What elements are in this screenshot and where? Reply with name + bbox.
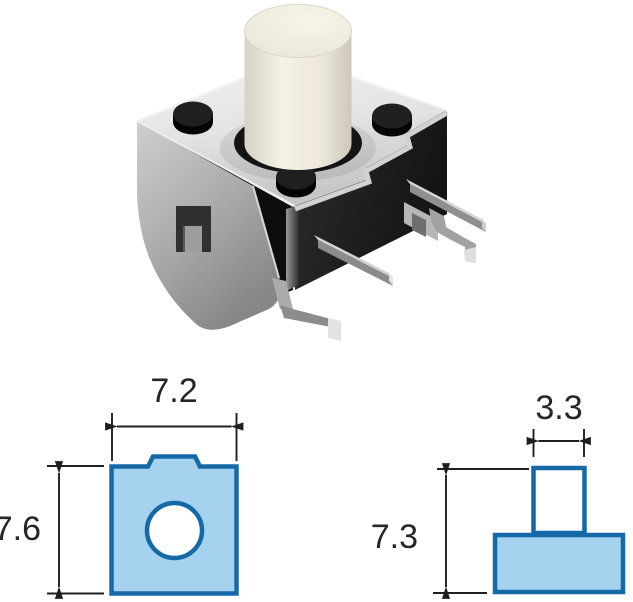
- front-left-leg-foot: [328, 318, 341, 341]
- button-cap-top: [244, 4, 352, 58]
- side-view-body: [492, 532, 626, 595]
- side-view-button: [531, 465, 587, 536]
- top-plate-thickness-edge: [294, 110, 449, 212]
- pin-upper-right: [406, 179, 486, 232]
- leg-lower-right: [429, 208, 476, 263]
- pin-front: [314, 235, 393, 286]
- pin-bracket: [404, 202, 438, 241]
- top-view-height-dimension: [47, 461, 104, 599]
- cover-window-tab: [184, 226, 202, 252]
- plate-posts: [173, 101, 412, 198]
- top-view-drawing: 7.2 7.6: [0, 372, 244, 599]
- dim-label-top-width: 7.2: [150, 372, 197, 410]
- side-view-height-dimension: [433, 463, 529, 599]
- front-left-leg: [272, 278, 341, 341]
- switch-metal-cover: [137, 121, 281, 330]
- switch-button-cap: [244, 4, 352, 170]
- top-view-width-dimension: [105, 413, 244, 461]
- dim-label-top-height: 7.6: [0, 510, 41, 548]
- switch-pins: [314, 179, 486, 286]
- switch-3d-render: [136, 4, 486, 341]
- top-plate-front-edge: [136, 120, 296, 207]
- post-front: [276, 164, 316, 198]
- switch-body-corner-highlight: [286, 205, 299, 291]
- post-left: [173, 101, 213, 135]
- button-cap-side: [244, 31, 352, 170]
- skirt-edge-highlight: [252, 185, 280, 279]
- side-view-drawing: 3.3 7.3: [371, 389, 626, 599]
- front-left-leg-vertical: [272, 278, 293, 309]
- side-view-width-dimension: [526, 429, 591, 457]
- front-left-leg-horizontal: [280, 305, 331, 327]
- post-right: [372, 103, 412, 137]
- dim-label-side-width: 3.3: [535, 389, 582, 427]
- top-view-hole: [144, 500, 205, 561]
- dim-label-side-height: 7.3: [371, 518, 418, 556]
